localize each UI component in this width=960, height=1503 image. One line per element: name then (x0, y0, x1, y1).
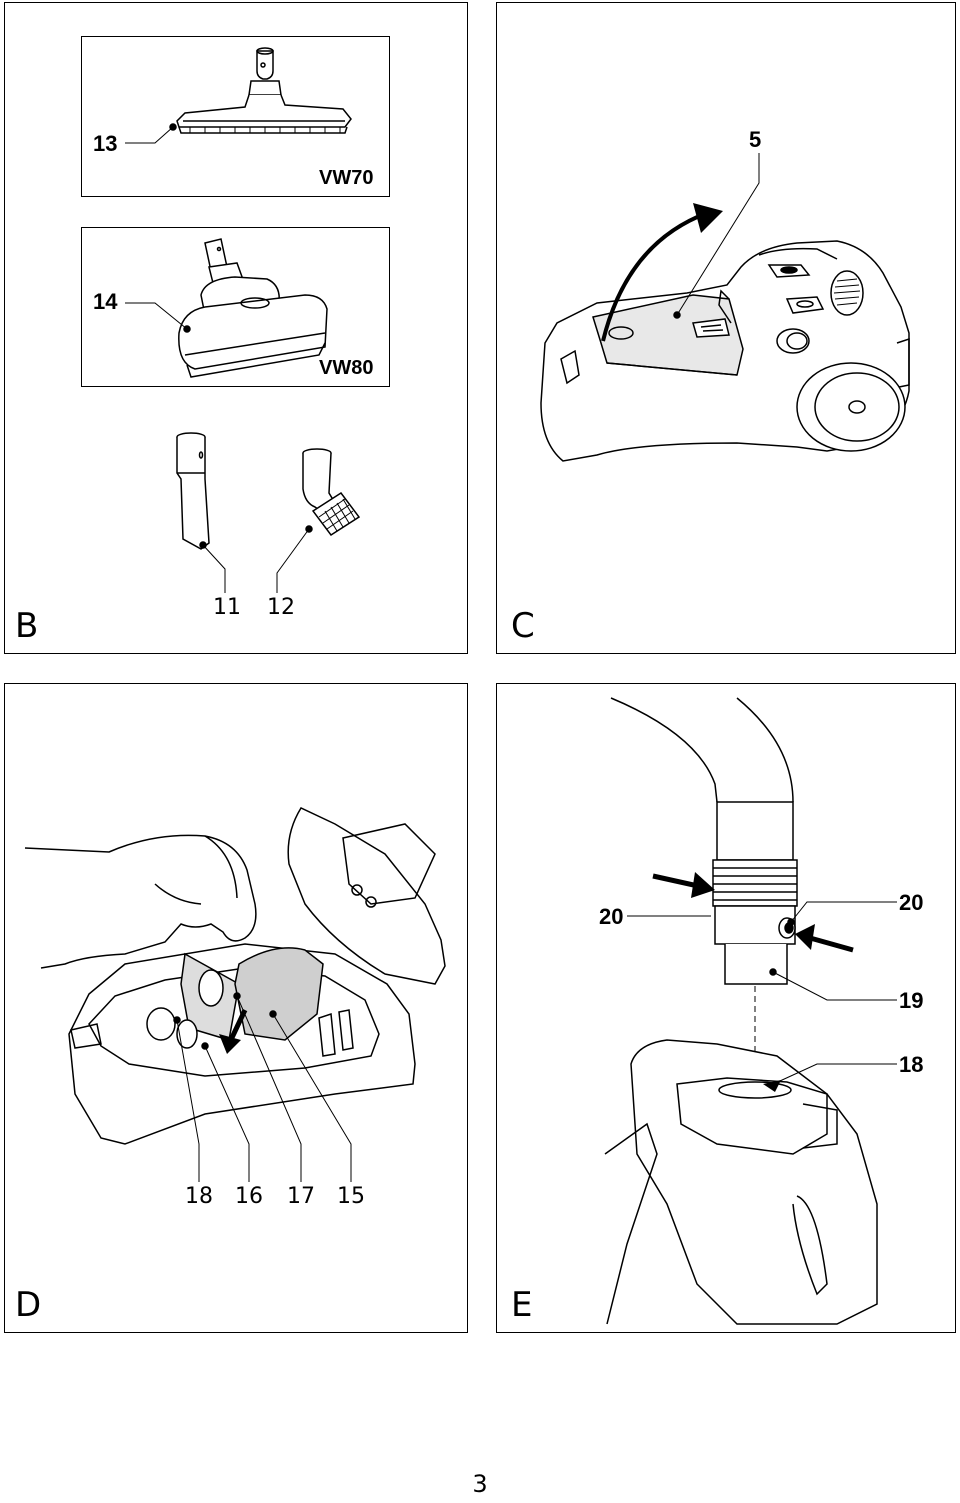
callout-18: 18 (185, 1184, 213, 1209)
callout-18: 18 (899, 1052, 924, 1077)
dusting-brush-drawing (303, 449, 359, 535)
page-number: 3 (472, 1470, 488, 1498)
panel-e-illustration (497, 684, 956, 1333)
figure-panel-c: 5 C (496, 2, 956, 654)
callout-5: 5 (749, 127, 762, 152)
callout-20-right: 20 (899, 890, 924, 915)
panel-d-illustration (5, 684, 468, 1333)
callout-13: 13 (93, 131, 118, 156)
model-label-vw70: VW70 (319, 167, 374, 189)
crevice-tool-drawing (177, 433, 209, 549)
callout-15: 15 (337, 1184, 365, 1209)
figure-panel-e: 20 20 19 18 E (496, 683, 956, 1333)
callout-12: 12 (267, 595, 295, 620)
panel-letter-b: B (15, 606, 39, 646)
callout-17: 17 (287, 1184, 315, 1209)
turbo-nozzle-vw80-drawing (179, 239, 327, 377)
model-label-vw80: VW80 (319, 357, 374, 379)
callout-11: 11 (213, 595, 241, 620)
panel-b-illustration (5, 3, 468, 654)
callout-20-left: 20 (599, 904, 624, 929)
panel-letter-d: D (15, 1285, 42, 1325)
callout-16: 16 (235, 1184, 263, 1209)
floor-nozzle-vw70-drawing (177, 48, 351, 133)
panel-c-illustration (497, 3, 956, 654)
figure-panel-b: 13 VW70 14 VW80 11 12 B (4, 2, 468, 654)
callout-14: 14 (93, 289, 118, 314)
figure-panel-d: 18 16 17 15 D (4, 683, 468, 1333)
panel-letter-e: E (511, 1285, 533, 1325)
callout-19: 19 (899, 988, 924, 1013)
panel-letter-c: C (511, 606, 535, 646)
